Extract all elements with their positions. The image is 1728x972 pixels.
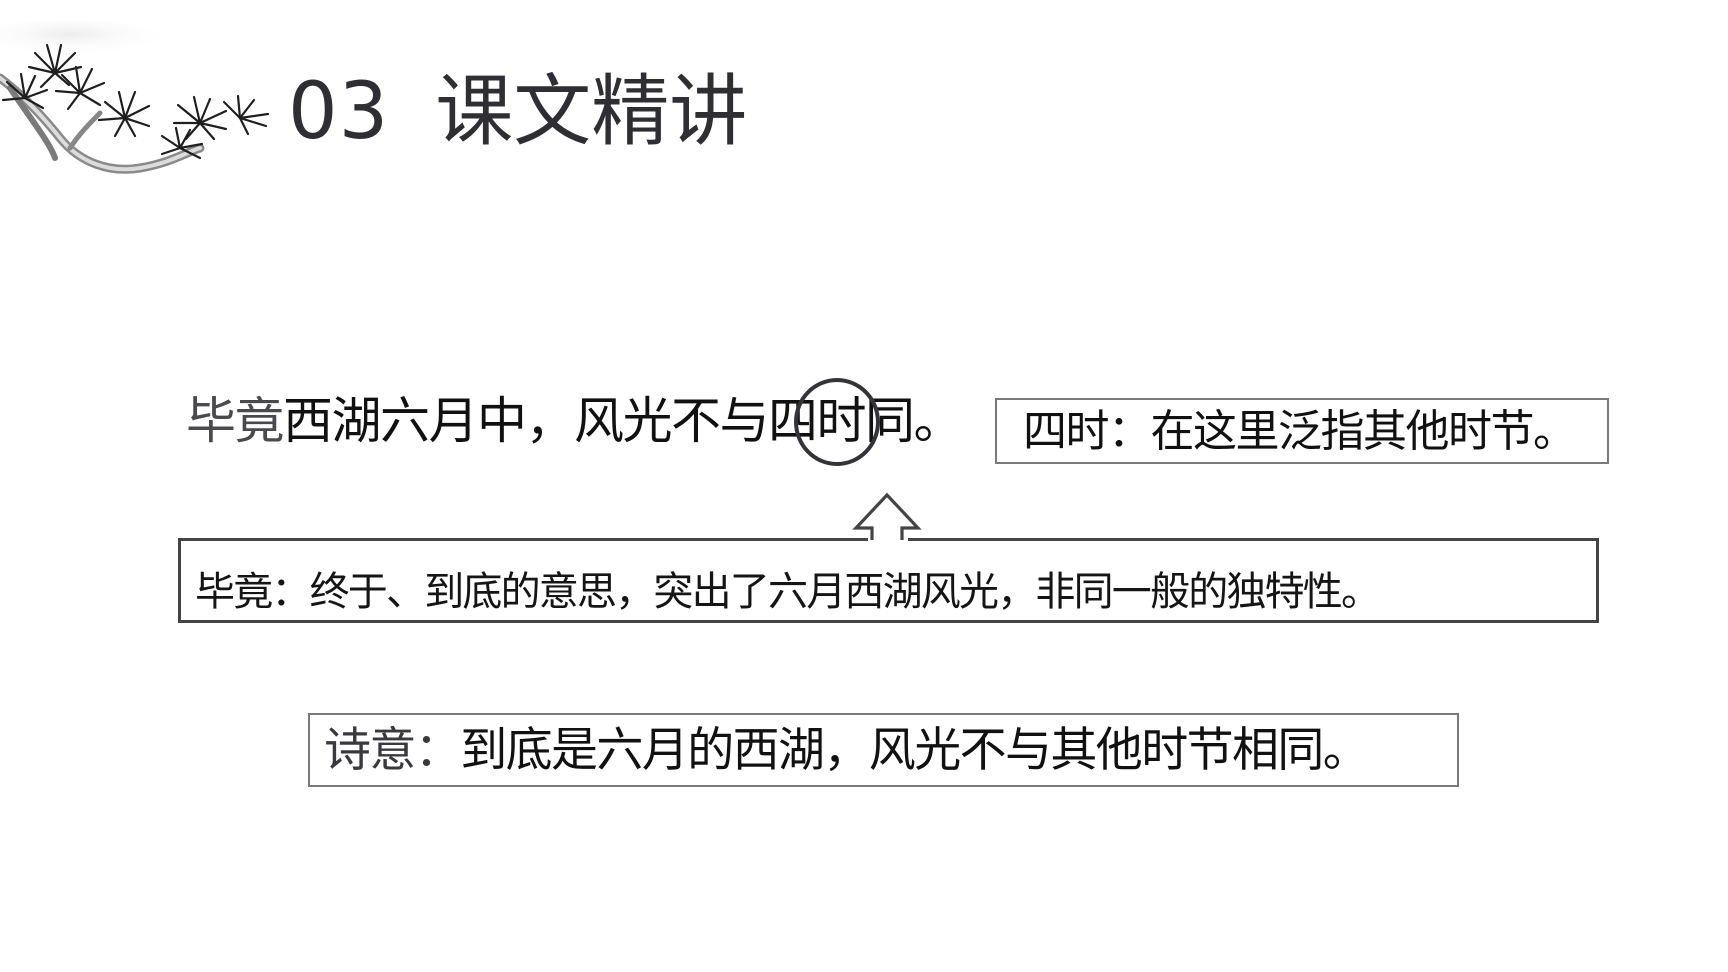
section-number: 03	[288, 67, 390, 157]
box-border-segment	[908, 538, 1599, 541]
note-label-shiyi: 诗意：	[324, 723, 462, 778]
highlight-circle	[794, 378, 880, 466]
pine-branch-icon	[0, 20, 270, 174]
note-box-bijing: 毕竟：终于、到底的意思，突出了六月西湖风光，非同一般的独特性。	[178, 538, 1599, 623]
note-text-sishi: 四时：在这里泛指其他时节。	[1023, 406, 1577, 457]
verse-lead-word: 毕竟	[186, 392, 285, 450]
note-box-shiyi: 诗意：到底是六月的西湖，风光不与其他时节相同。	[308, 713, 1459, 787]
up-arrow-icon	[852, 492, 922, 540]
note-text-shiyi: 诗意：到底是六月的西湖，风光不与其他时节相同。	[324, 721, 1370, 781]
note-text-bijing: 毕竟：终于、到底的意思，突出了六月西湖风光，非同一般的独特性。	[195, 569, 1381, 615]
section-title: 课文精讲	[435, 67, 748, 157]
note-box-sishi: 四时：在这里泛指其他时节。	[995, 398, 1609, 464]
page-title: 03 课文精讲	[288, 62, 747, 162]
box-border-segment	[178, 538, 868, 541]
note-body-shiyi: 到底是六月的西湖，风光不与其他时节相同。	[460, 723, 1370, 778]
